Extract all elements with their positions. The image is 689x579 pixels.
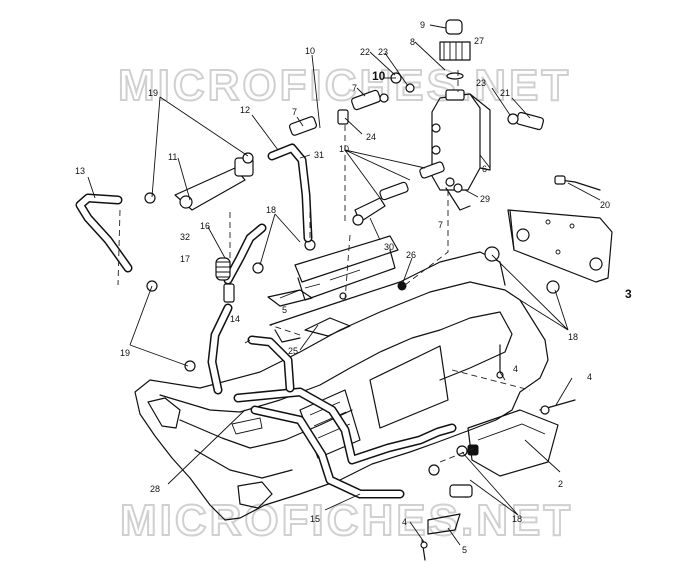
callout-21: 21 [500,88,510,98]
callout-4-bottom: 4 [402,517,407,527]
callout-19-bottom: 19 [120,348,130,358]
coolant-reservoir [431,19,491,211]
callout-15: 15 [310,514,320,524]
watermark-top: MICROFICHES.NET [118,61,571,110]
watermark-bottom: MICROFICHES.NET [120,496,573,545]
callout-7-top: 7 [352,83,357,93]
callout-10-large: 10 [372,69,386,83]
callout-10: 10 [305,46,315,56]
callout-labels: 9 27 8 22 23 10 10 10 7 7 7 12 31 24 23 … [75,20,632,555]
callout-27: 27 [474,36,484,46]
callout-29: 29 [480,194,490,204]
callout-12: 12 [240,105,250,115]
callout-25: 25 [288,346,298,356]
callout-30: 30 [384,242,394,252]
callout-18-right: 18 [568,332,578,342]
frame-tunnel [134,251,559,521]
callout-20: 20 [600,200,610,210]
callout-26: 26 [406,250,416,260]
mounting-bracket-right [484,175,613,294]
callout-3: 3 [625,287,632,301]
lower-coolant-tubes [233,335,457,499]
callout-4-mid: 4 [513,364,518,374]
assembly-lines [117,70,531,463]
callout-14: 14 [230,314,240,324]
radiator-bracket-panel [267,235,399,337]
callout-18-bottom: 18 [512,514,522,524]
callout-17: 17 [180,254,190,264]
callout-10-mid: 10 [339,144,349,154]
callout-2: 2 [558,479,563,489]
callout-11: 11 [168,152,177,162]
leader-lines [87,24,601,546]
callout-8: 8 [410,37,415,47]
callout-31: 31 [314,150,324,160]
callout-7-left: 7 [292,107,297,117]
callout-23: 23 [378,47,388,57]
callout-9: 9 [420,20,425,30]
callout-4-right: 4 [587,372,592,382]
upper-hoses [75,143,313,395]
callout-6: 6 [482,164,487,174]
callout-16: 16 [200,221,210,231]
callout-18-top: 18 [266,205,276,215]
callout-5-bottom: 5 [462,545,467,555]
callout-23-right: 23 [476,78,486,88]
callout-28: 28 [150,484,160,494]
callout-22: 22 [360,47,370,57]
callout-7-right: 7 [438,220,443,230]
callout-5-upper: 5 [282,305,287,315]
callout-24: 24 [366,132,376,142]
callout-19-top: 19 [148,88,158,98]
callout-13: 13 [75,166,85,176]
fittings [184,72,576,561]
callout-32: 32 [180,232,190,242]
